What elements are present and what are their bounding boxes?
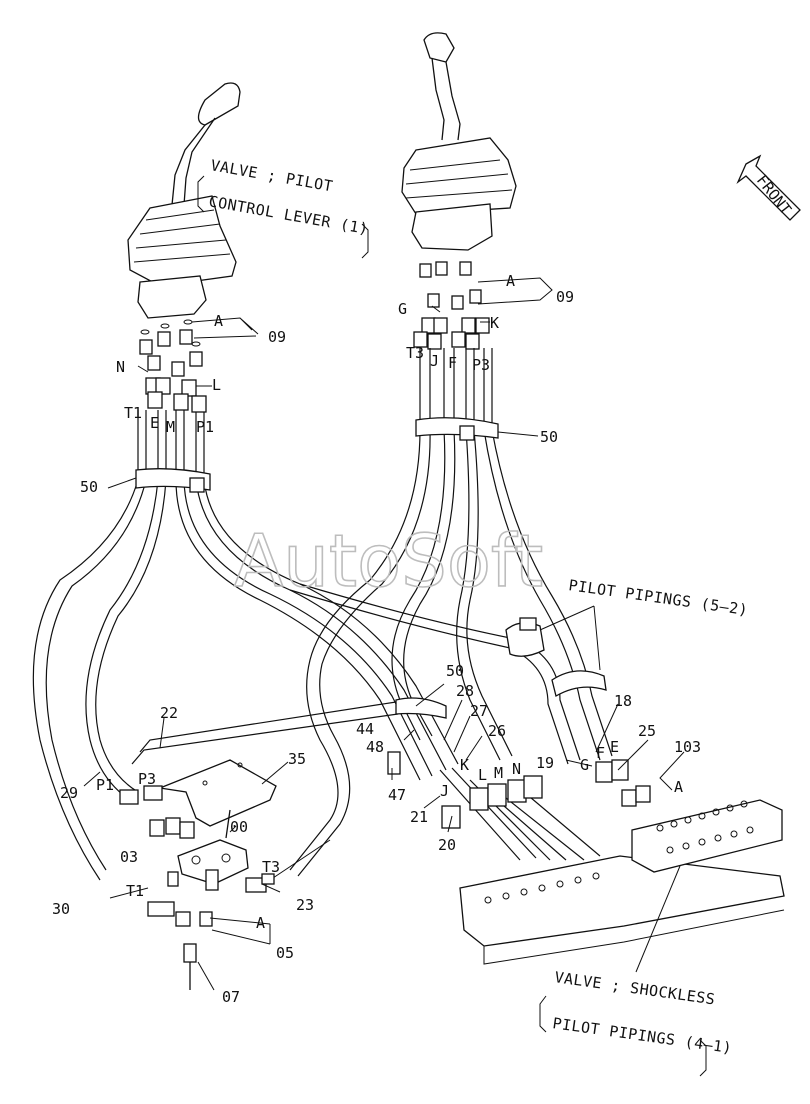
front-label: FRONT — [753, 171, 795, 218]
part-03: 03 — [120, 848, 138, 866]
port-label-e-left: E — [150, 414, 159, 432]
part-23: 23 — [296, 896, 314, 914]
shockless-valve-bracket — [387, 751, 785, 965]
valve-shockless-title: VALVE ; SHOCKLESS — [553, 968, 716, 1008]
part-09-left: 09 — [268, 328, 286, 346]
part-50-left: 50 — [80, 478, 98, 496]
port-label-a-left: A — [214, 312, 223, 330]
port-label-t1-left: T1 — [124, 404, 142, 422]
port-label-g-right: G — [398, 300, 407, 318]
part-29: 29 — [60, 784, 78, 802]
part-19: 19 — [536, 754, 554, 772]
part-48: 48 — [366, 738, 384, 756]
port-label-t3-right: T3 — [406, 344, 424, 362]
part-07: 07 — [222, 988, 240, 1006]
part-47: 47 — [388, 786, 406, 804]
port-label-j-lower: J — [440, 782, 449, 800]
band-clamps — [135, 417, 607, 719]
part-44: 44 — [356, 720, 374, 738]
port-label-k-right: K — [490, 314, 499, 332]
right-control-lever — [401, 32, 517, 251]
part-28: 28 — [456, 682, 474, 700]
part-26: 26 — [488, 722, 506, 740]
port-label-p1-lower: P1 — [96, 776, 114, 794]
part-27: 27 — [470, 702, 488, 720]
port-label-f-right: F — [448, 354, 457, 372]
port-label-f-lower: F — [596, 744, 605, 762]
right-lever-ports — [413, 261, 490, 350]
part-30: 30 — [52, 900, 70, 918]
part-09-right: 09 — [556, 288, 574, 306]
part-35: 35 — [288, 750, 306, 768]
port-label-p3-right: P3 — [472, 356, 490, 374]
front-arrow — [736, 154, 801, 221]
port-label-n-lower: N — [512, 760, 521, 778]
port-label-l-lower: L — [478, 766, 487, 784]
part-00: 00 — [230, 818, 248, 836]
port-label-j-right: J — [430, 352, 439, 370]
port-label-k-lower: K — [460, 756, 469, 774]
port-label-l-left: L — [212, 376, 221, 394]
port-label-a2-lower: A — [674, 778, 683, 796]
port-label-n-left: N — [116, 358, 125, 376]
part-20: 20 — [438, 836, 456, 854]
port-label-p1-left: P1 — [196, 418, 214, 436]
port-label-t1-lower: T1 — [126, 882, 144, 900]
pilot-pipings-4-1-label: PILOT PIPINGS (4–1) — [551, 1014, 733, 1057]
part-50-mid: 50 — [446, 662, 464, 680]
part-05: 05 — [276, 944, 294, 962]
valve-pilot-title: VALVE ; PILOT — [209, 156, 334, 195]
port-label-e-lower: E — [610, 738, 619, 756]
port-label-t3-lower: T3 — [262, 858, 280, 876]
control-lever-label: CONTROL LEVER (1) — [207, 192, 370, 238]
port-label-a-lower: A — [256, 914, 265, 932]
port-label-p3-lower: P3 — [138, 770, 156, 788]
part-22: 22 — [160, 704, 178, 722]
watermark: AutoSoft — [234, 519, 543, 603]
left-control-lever — [127, 82, 241, 319]
pilot-hoses — [32, 348, 613, 881]
part-18: 18 — [614, 692, 632, 710]
left-lever-ports — [139, 319, 207, 413]
callout-leaders — [83, 175, 707, 1077]
part-103: 103 — [674, 738, 701, 756]
port-label-a-right: A — [506, 272, 515, 290]
part-50-right: 50 — [540, 428, 558, 446]
part-21: 21 — [410, 808, 428, 826]
part-25: 25 — [638, 722, 656, 740]
port-label-m-lower: M — [494, 764, 503, 782]
pilot-valve-assembly — [119, 759, 277, 990]
port-label-m-left: M — [166, 418, 175, 436]
port-label-g-lower: G — [580, 756, 589, 774]
